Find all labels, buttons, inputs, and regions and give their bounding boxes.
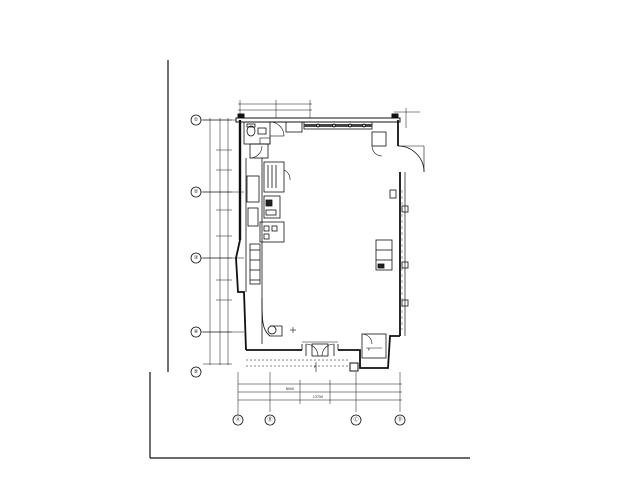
room-tag-p-entrance: P bbox=[314, 365, 316, 369]
grid-bubble-3: ③ bbox=[190, 252, 202, 264]
svg-text:Ⓒ: Ⓒ bbox=[353, 416, 358, 423]
grid-bubbles-bottom: Ⓐ Ⓑ Ⓒ Ⓓ bbox=[232, 412, 406, 426]
bottom-dimension-chain bbox=[237, 372, 402, 412]
bottom-right-room bbox=[361, 333, 387, 359]
svg-text:Ⓑ: Ⓑ bbox=[267, 416, 272, 423]
svg-text:③: ③ bbox=[194, 255, 198, 261]
svg-text:④: ④ bbox=[194, 329, 199, 335]
room-tag-p-right: P bbox=[368, 348, 370, 352]
dimension-8000: 8000 bbox=[286, 387, 294, 391]
svg-text:①: ① bbox=[194, 117, 199, 123]
sheet-border bbox=[149, 60, 470, 459]
grid-bubble-2: ② bbox=[190, 186, 202, 198]
top-counter-strip bbox=[285, 121, 373, 133]
grid-bubble-1: ① bbox=[190, 114, 202, 126]
left-service-strip bbox=[245, 158, 291, 344]
grid-bubble-b: Ⓑ bbox=[264, 414, 276, 426]
grid-bubble-d: Ⓓ bbox=[394, 414, 406, 426]
right-side-fixtures bbox=[371, 131, 425, 330]
top-dimension-stubs bbox=[238, 100, 420, 128]
svg-text:⑤: ⑤ bbox=[194, 369, 198, 375]
left-dimension-chain bbox=[196, 118, 244, 365]
grid-bubbles-left: ① ② ③ ④ ⑤ bbox=[190, 114, 202, 378]
grid-bubble-5: ⑤ bbox=[190, 366, 202, 378]
svg-text:Ⓓ: Ⓓ bbox=[397, 416, 402, 423]
dimension-13750: 13750 bbox=[313, 395, 323, 399]
grid-bubble-4: ④ bbox=[190, 326, 202, 338]
entrance-double-door bbox=[301, 341, 339, 372]
svg-text:Ⓐ: Ⓐ bbox=[235, 416, 240, 423]
toilet-room bbox=[243, 121, 285, 159]
interior-marks bbox=[259, 137, 296, 333]
canopy-dashed-lines bbox=[246, 359, 348, 367]
svg-text:②: ② bbox=[194, 189, 199, 195]
building-walls bbox=[235, 113, 406, 372]
grid-bubble-a: Ⓐ bbox=[232, 414, 244, 426]
grid-bubble-c: Ⓒ bbox=[350, 414, 362, 426]
